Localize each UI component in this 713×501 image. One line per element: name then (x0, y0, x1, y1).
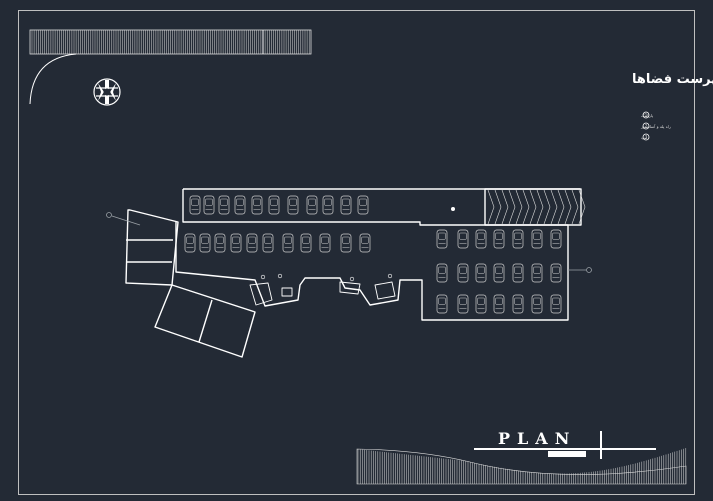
space-list-title: فهرست فضاها (632, 72, 713, 87)
parking-car (184, 233, 196, 253)
parking-car (306, 195, 318, 215)
parking-car (531, 263, 543, 283)
parking-car (246, 233, 258, 253)
parking-car (214, 233, 226, 253)
parking-car (512, 294, 524, 314)
north-arrow-icon (93, 78, 121, 106)
parking-car (550, 263, 562, 283)
parking-car (340, 233, 352, 253)
parking-car (322, 195, 334, 215)
legend-item: 2 راه پله و آسانسور (640, 122, 671, 130)
parking-car (457, 263, 469, 283)
bottom-hatch-strip (356, 448, 687, 485)
svg-text:2: 2 (645, 124, 648, 129)
parking-car (550, 294, 562, 314)
angled-rooms (154, 284, 256, 358)
svg-text:راه پله و آسانسور: راه پله و آسانسور (640, 124, 671, 129)
parking-car (268, 195, 280, 215)
parking-car (436, 229, 448, 249)
parking-car (262, 233, 274, 253)
svg-text:3: 3 (645, 135, 648, 140)
parking-car (357, 195, 369, 215)
section-marker-left (106, 212, 141, 226)
parking-car (436, 263, 448, 283)
parking-car (287, 195, 299, 215)
stair-core-1 (249, 282, 293, 306)
parking-car (457, 229, 469, 249)
space-legend: 1 پارکینگ 2 راه پله و آسانسور 3 رمپ (640, 111, 671, 141)
parking-car (319, 233, 331, 253)
parking-car (230, 233, 242, 253)
parking-car (475, 263, 487, 283)
parking-car (475, 294, 487, 314)
parking-car (189, 195, 201, 215)
parking-car (234, 195, 246, 215)
parking-car (218, 195, 230, 215)
ramp-box (484, 188, 582, 226)
legend-item: 3 رمپ (641, 133, 650, 141)
parking-car (493, 229, 505, 249)
svg-text:رمپ: رمپ (641, 135, 649, 140)
parking-car (457, 294, 469, 314)
parking-car (359, 233, 371, 253)
parking-floor-plan[interactable] (125, 188, 582, 358)
parking-car (493, 263, 505, 283)
parking-car (300, 233, 312, 253)
plan-label: PLAN (498, 429, 576, 448)
section-marker-right (568, 267, 592, 273)
svg-text:1: 1 (645, 113, 648, 118)
parking-car (282, 233, 294, 253)
parking-car (251, 195, 263, 215)
parking-car (436, 294, 448, 314)
parking-car (340, 195, 352, 215)
svg-text:پارکینگ: پارکینگ (641, 113, 653, 118)
drawing-frame (18, 10, 695, 495)
legend-item: 1 پارکینگ (641, 111, 653, 119)
parking-car (512, 229, 524, 249)
parking-car (531, 229, 543, 249)
parking-car (531, 294, 543, 314)
left-wing-outline (125, 209, 179, 286)
plan-outline (175, 188, 580, 321)
core-markers (260, 273, 393, 282)
ramp-chevrons (487, 189, 586, 225)
title-block: PLAN (474, 429, 656, 459)
stair-core-2 (339, 281, 396, 300)
parking-car (550, 229, 562, 249)
parking-car (203, 195, 215, 215)
parking-car (475, 229, 487, 249)
marker-dot (451, 207, 455, 211)
parking-car (512, 263, 524, 283)
top-left-hatch-strip (29, 29, 312, 105)
parking-spaces (184, 195, 562, 314)
parking-car (493, 294, 505, 314)
parking-car (199, 233, 211, 253)
